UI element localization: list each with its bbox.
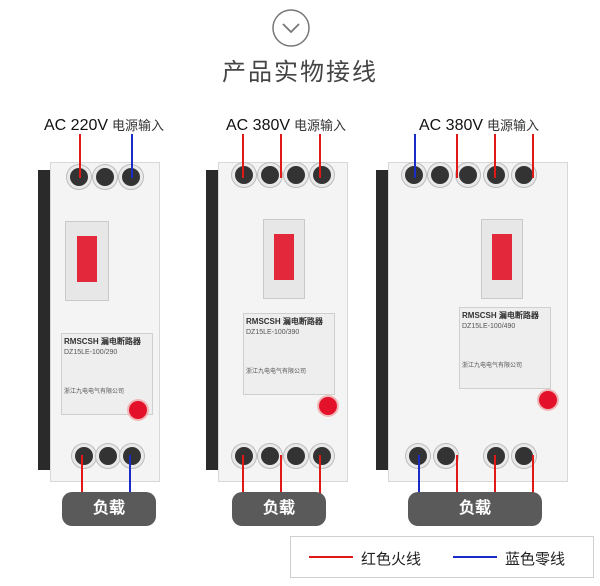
breaker-2-side [206,170,218,470]
breaker-1-terminal-bottom-3 [120,444,144,468]
breaker-3-wire-in-3 [532,134,534,178]
breaker-2-terminal-bottom-3 [284,444,308,468]
breaker-3-terminal-top-3 [456,163,480,187]
legend-blue-label: 蓝色零线 [505,551,566,568]
breaker-2-terminal-bottom-2 [258,444,282,468]
breaker-3: RMSCSH 漏电断路器 DZ15LE-100/490 浙江九电电气有限公司 [388,162,568,482]
breaker-3-terminal-top-4 [484,163,508,187]
breaker-1: RMSCSH 漏电断路器 DZ15LE-100/290 浙江九电电气有限公司 [50,162,160,482]
breaker-3-terminal-top-2 [428,163,452,187]
breaker-1-test-button[interactable] [129,401,147,419]
breaker-3-wire-in-neutral [414,134,416,178]
breaker-2-terminal-top-3 [284,163,308,187]
breaker-3-handle[interactable] [492,234,512,280]
page-title: 产品实物接线 [222,59,378,86]
breaker-1-terminal-bottom-2 [96,444,120,468]
breaker-1-handle-box [65,221,109,301]
chevron-down-icon[interactable] [271,8,311,48]
breaker-2-terminal-bottom-4 [310,444,334,468]
breaker-1-handle[interactable] [77,236,97,282]
breaker-3-terminal-bottom-2 [434,444,458,468]
legend: 红色火线 蓝色零线 [290,536,594,578]
breaker-2-label-plate: RMSCSH 漏电断路器 DZ15LE-100/390 浙江九电电气有限公司 [243,313,335,395]
breaker-2-wire-out-2 [280,455,282,497]
breaker-3-wire-out-neutral [418,455,420,497]
load-label-3: 负载 [408,492,542,526]
breaker-2-wire-out-3 [319,455,321,497]
breaker-3-wire-out-1 [456,455,458,497]
breaker-3-wire-in-2 [494,134,496,178]
breaker-1-wire-in-neutral [131,134,133,178]
breaker-1-wire-out-neutral [129,455,131,497]
breaker-2-wire-in-2 [280,134,282,178]
legend-red-label: 红色火线 [361,551,422,568]
breaker-2-terminal-top-4 [310,163,334,187]
load-label-1: 负载 [62,492,156,526]
breaker-2-terminal-top-1 [232,163,256,187]
breaker-2-handle[interactable] [274,234,294,280]
breaker-1-wire-in-live [79,134,81,178]
breaker-3-test-button[interactable] [539,391,557,409]
breaker-3-wire-in-1 [456,134,458,178]
breaker-2-wire-out-1 [242,455,244,497]
breaker-1-terminal-bottom-1 [72,444,96,468]
load-label-2: 负载 [232,492,326,526]
breaker-3-terminal-bottom-3 [484,444,508,468]
breaker-2-handle-box [263,219,305,299]
breaker-3-label-plate: RMSCSH 漏电断路器 DZ15LE-100/490 浙江九电电气有限公司 [459,307,551,389]
legend-red-line [309,556,353,558]
legend-blue-line [453,556,497,558]
breaker-3-handle-box [481,219,523,299]
breaker-3-wire-out-2 [494,455,496,497]
breaker-1-terminal-top-2 [93,165,117,189]
breaker-2-wire-in-3 [319,134,321,178]
breaker-1-side [38,170,50,470]
breaker-3-side [376,170,388,470]
breaker-3-wire-out-3 [532,455,534,497]
breaker-2-terminal-bottom-1 [232,444,256,468]
breaker-1-wire-out-live [81,455,83,497]
breaker-2-terminal-top-2 [258,163,282,187]
breaker-1-label-plate: RMSCSH 漏电断路器 DZ15LE-100/290 浙江九电电气有限公司 [61,333,153,415]
breaker-2: RMSCSH 漏电断路器 DZ15LE-100/390 浙江九电电气有限公司 [218,162,348,482]
breaker-2-test-button[interactable] [319,397,337,415]
breaker-2-wire-in-1 [242,134,244,178]
